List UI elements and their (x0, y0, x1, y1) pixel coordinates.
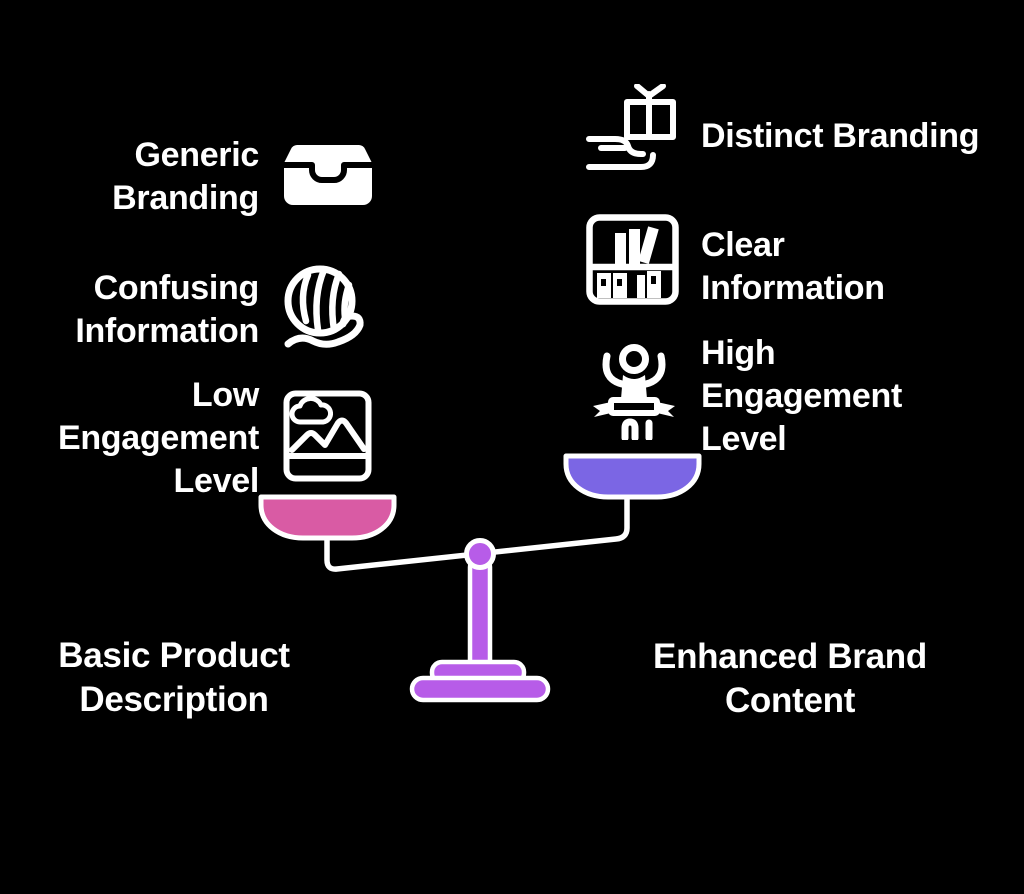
bookshelf-icon (586, 214, 679, 305)
winner-ribbon-icon (587, 343, 679, 440)
scale-left-pan (258, 494, 397, 541)
gift-serving-icon (585, 84, 677, 176)
scale-base-bottom (409, 675, 551, 703)
yarn-ball-icon (280, 258, 374, 352)
image-photo-icon (283, 390, 372, 482)
inbox-tray-icon (281, 142, 375, 208)
caption-basic-product-description: Basic Product Description (58, 636, 290, 719)
scale-pole (467, 555, 493, 673)
label-distinct-branding: Distinct Branding (701, 117, 980, 155)
scale-fulcrum (464, 538, 496, 570)
label-low-engagement: Low Engagement Level (57, 376, 259, 500)
label-high-engagement: High Engagement Level (701, 334, 903, 458)
caption-enhanced-brand-content: Enhanced Brand Content (653, 637, 927, 720)
label-confusing-information: Confusing Information (75, 269, 259, 350)
scale-right-pan (563, 453, 702, 500)
label-generic-branding: Generic Branding (112, 136, 259, 217)
label-clear-information: Clear Information (701, 226, 885, 307)
